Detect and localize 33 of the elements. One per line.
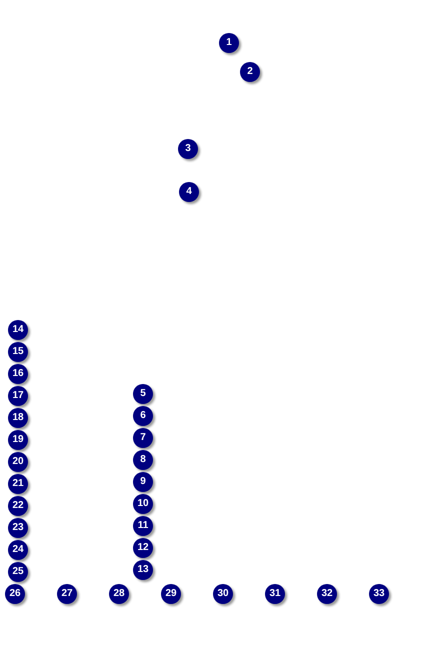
- callout-number: 3: [178, 139, 198, 159]
- callout-number: 1: [219, 33, 239, 53]
- callout-number: 26: [5, 584, 25, 604]
- callout-number: 20: [8, 452, 28, 472]
- callout-number: 15: [8, 342, 28, 362]
- callout-number: 32: [317, 584, 337, 604]
- callout-number: 5: [133, 384, 153, 404]
- callout-number: 7: [133, 428, 153, 448]
- callout-number: 30: [213, 584, 233, 604]
- callout-number: 21: [8, 474, 28, 494]
- callout-number: 22: [8, 496, 28, 516]
- callout-number: 2: [240, 62, 260, 82]
- callout-number: 16: [8, 364, 28, 384]
- callout-number: 33: [369, 584, 389, 604]
- callout-number: 25: [8, 562, 28, 582]
- callout-number: 8: [133, 450, 153, 470]
- callout-number: 14: [8, 320, 28, 340]
- callout-number: 12: [133, 538, 153, 558]
- callout-number: 6: [133, 406, 153, 426]
- callout-number: 23: [8, 518, 28, 538]
- callout-number: 24: [8, 540, 28, 560]
- callout-number: 17: [8, 386, 28, 406]
- callout-number: 13: [133, 560, 153, 580]
- callout-number: 11: [133, 516, 153, 536]
- callout-number: 19: [8, 430, 28, 450]
- callout-number: 9: [133, 472, 153, 492]
- callout-number: 28: [109, 584, 129, 604]
- callout-number: 10: [133, 494, 153, 514]
- callout-number: 18: [8, 408, 28, 428]
- callout-number: 4: [179, 182, 199, 202]
- callout-number: 29: [161, 584, 181, 604]
- callout-number: 27: [57, 584, 77, 604]
- callout-number: 31: [265, 584, 285, 604]
